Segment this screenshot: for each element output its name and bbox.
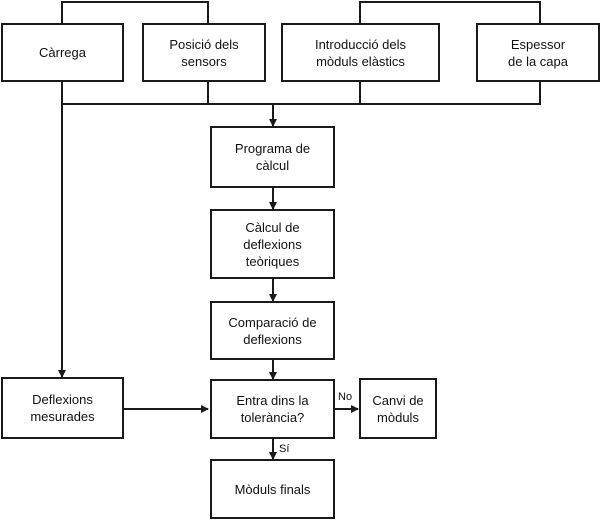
edge-label-no: No	[338, 391, 353, 403]
collector-line	[61, 81, 541, 105]
node-entra-tolerancia: Entra dins la tolerància?	[210, 379, 335, 439]
node-canvi-moduls: Canvi de mòduls	[359, 378, 437, 439]
node-programa-calcul: Programa de càlcul	[210, 126, 335, 188]
node-deflexions-mesurades: Deflexions mesurades	[1, 377, 124, 439]
node-moduls-finals: Mòduls finals	[210, 459, 335, 519]
node-calcul-deflexions: Càlcul de deflexions teòriques	[210, 209, 335, 279]
node-espessor-capa: Espessor de la capa	[476, 23, 600, 82]
edge-label-si: Sí	[279, 443, 290, 455]
node-posicio-sensors: Posició dels sensors	[142, 23, 266, 82]
node-carrega: Càrrega	[1, 23, 124, 82]
top-bracket-right	[359, 1, 541, 24]
node-introduccio-moduls: Introducció dels mòduls elàstics	[281, 23, 440, 82]
top-bracket-left	[61, 1, 209, 24]
node-comparacio-deflexions: Comparació de deflexions	[210, 301, 335, 360]
